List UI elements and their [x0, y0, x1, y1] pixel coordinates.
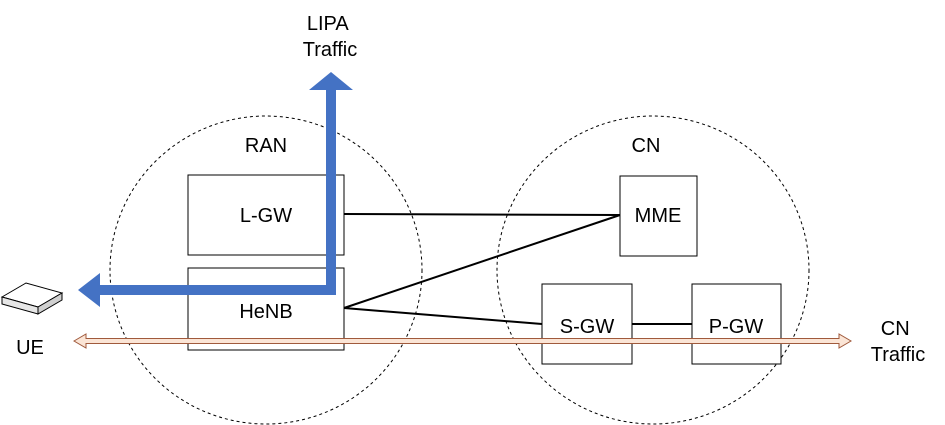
- lgw-label: L-GW: [240, 205, 292, 227]
- lipa-label-line2: Traffic: [303, 39, 357, 61]
- cn-label: CN: [632, 135, 661, 157]
- sgw-label: S-GW: [560, 316, 615, 338]
- sgw-box: [541, 283, 633, 365]
- henb-mme-link: [343, 214, 621, 309]
- ue-device-icon: [0, 282, 64, 315]
- lgw-box: [187, 174, 345, 256]
- mme-label: MME: [635, 205, 682, 227]
- lgw-mme-link: [343, 213, 621, 216]
- cn-traffic-line1: CN: [881, 318, 910, 340]
- henb-box: [187, 267, 345, 351]
- cn-traffic-line2: Traffic: [871, 344, 925, 366]
- henb-label: HeNB: [239, 301, 292, 323]
- ue-label: UE: [16, 337, 44, 359]
- lipa-label-line1: LIPA: [307, 13, 350, 35]
- cn-traffic-arrow: [73, 333, 852, 349]
- henb-sgw-link: [343, 307, 543, 325]
- ran-region: [109, 115, 423, 425]
- cn-region: [496, 115, 810, 425]
- ran-label: RAN: [245, 135, 287, 157]
- pgw-box: [691, 283, 782, 365]
- cn-traffic-label: CN Traffic: [871, 318, 925, 366]
- lipa-traffic-label: LIPA Traffic: [303, 13, 357, 61]
- pgw-label: P-GW: [709, 316, 764, 338]
